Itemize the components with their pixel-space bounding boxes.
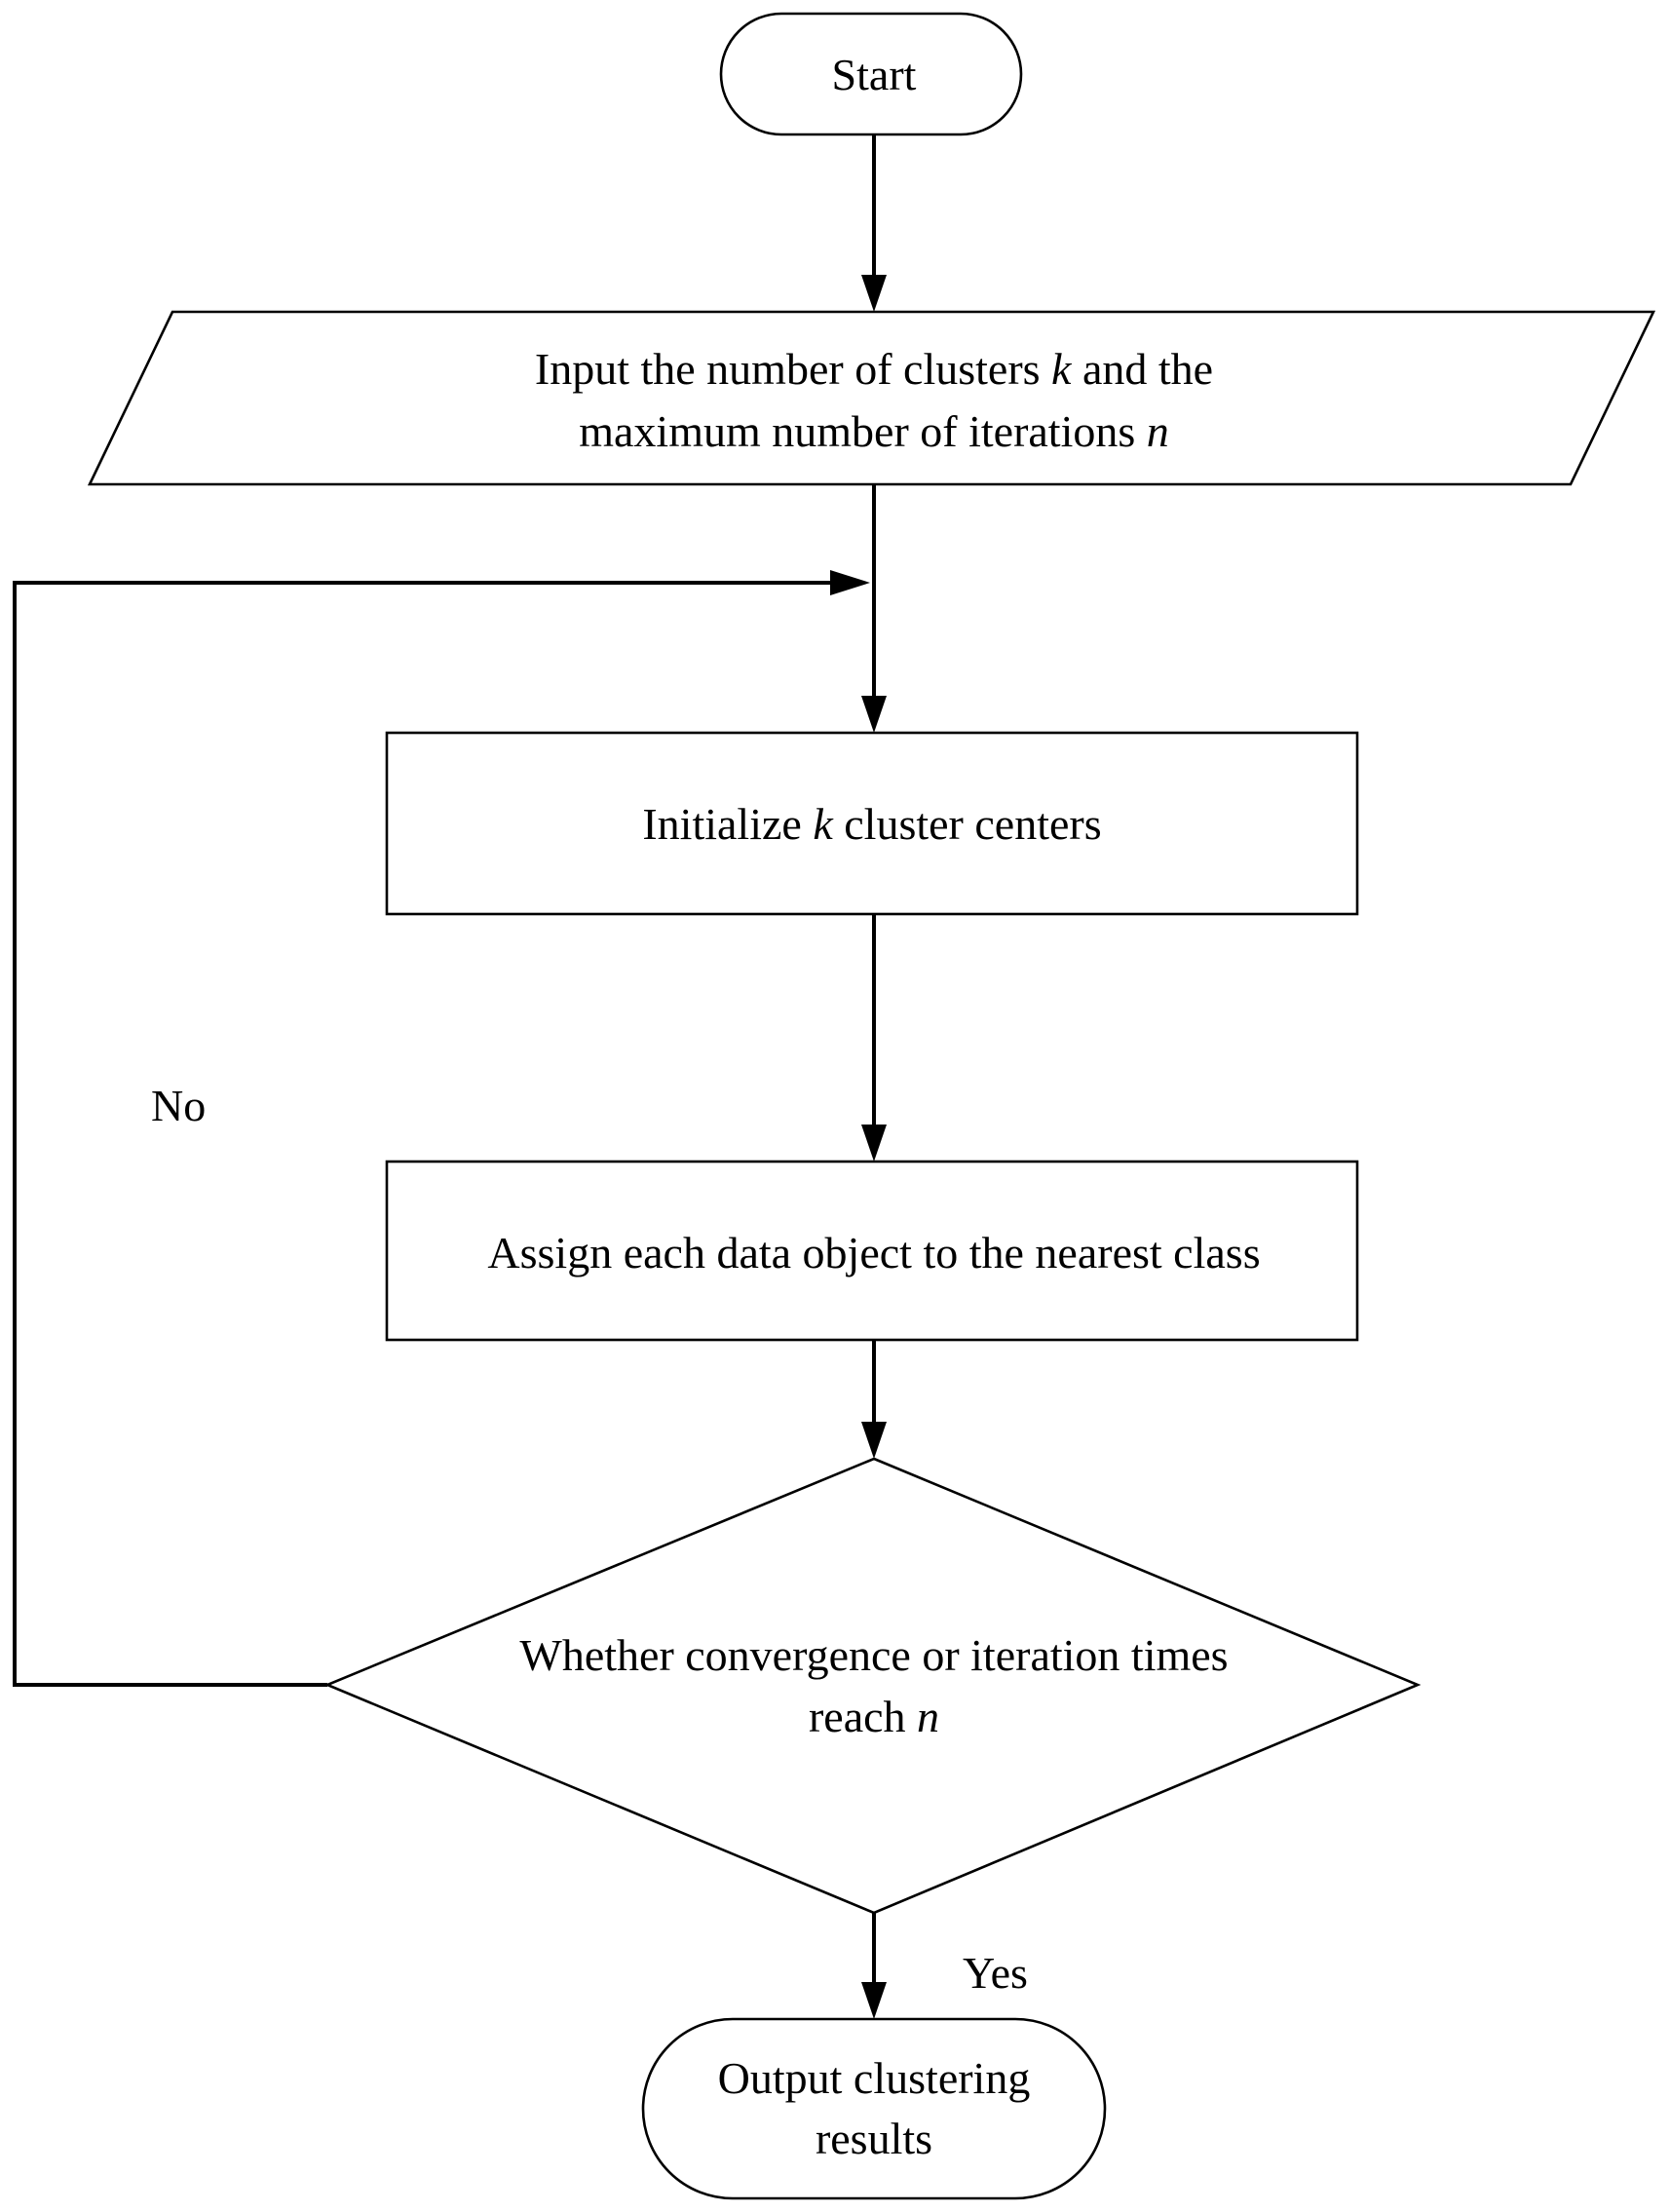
input-label-line1: Input the number of clusters k and the	[535, 344, 1213, 394]
init-process-shape	[385, 731, 1359, 916]
connectors	[13, 134, 887, 2019]
decision-label-line1: Whether convergence or iteration times	[519, 1630, 1228, 1680]
no-loop-line	[13, 581, 838, 1687]
assign-process-shape	[385, 1160, 1359, 1342]
output-label-line2: results	[816, 2114, 932, 2163]
no-edge-label: No	[151, 1081, 206, 1130]
yes-edge-label: Yes	[963, 1948, 1028, 1998]
input-parallelogram-shape	[87, 310, 1656, 486]
input-label-line2: maximum number of iterations n	[579, 406, 1169, 456]
arrowhead-input-to-init	[861, 696, 887, 733]
arrowhead-decision-to-output	[861, 1982, 887, 2019]
input-node: Input the number of clusters k and the m…	[87, 310, 1656, 486]
start-node: Start	[719, 12, 1023, 136]
decision-diamond-shape	[323, 1457, 1422, 1915]
start-label: Start	[832, 50, 917, 99]
input-line2-pre: maximum number of iterations	[579, 406, 1147, 456]
start-terminal-shape	[719, 12, 1023, 136]
input-line1-var: k	[1051, 344, 1073, 394]
arrowhead-start-to-input	[861, 275, 887, 312]
arrowhead-no-loop	[830, 570, 870, 595]
assign-label: Assign each data object to the nearest c…	[487, 1228, 1260, 1278]
init-var: k	[813, 799, 834, 849]
init-label: Initialize k cluster centers	[642, 799, 1101, 849]
output-terminal-shape	[641, 2017, 1107, 2200]
decision-line2-pre: reach	[809, 1692, 917, 1741]
assign-node: Assign each data object to the nearest c…	[385, 1160, 1359, 1342]
decision-line2-var: n	[917, 1692, 939, 1741]
arrowhead-assign-to-decision	[861, 1422, 887, 1459]
init-pre: Initialize	[642, 799, 813, 849]
output-label-line1: Output clustering	[718, 2053, 1031, 2103]
input-line1-post: and the	[1071, 344, 1213, 394]
init-post: cluster centers	[833, 799, 1102, 849]
decision-label-line2: reach n	[809, 1692, 939, 1741]
input-line2-var: n	[1147, 406, 1169, 456]
input-line1-pre: Input the number of clusters	[535, 344, 1051, 394]
arrowhead-init-to-assign	[861, 1125, 887, 1162]
decision-node: Whether convergence or iteration times r…	[323, 1457, 1422, 1915]
init-node: Initialize k cluster centers	[385, 731, 1359, 916]
output-node: Output clustering results	[641, 2017, 1107, 2200]
